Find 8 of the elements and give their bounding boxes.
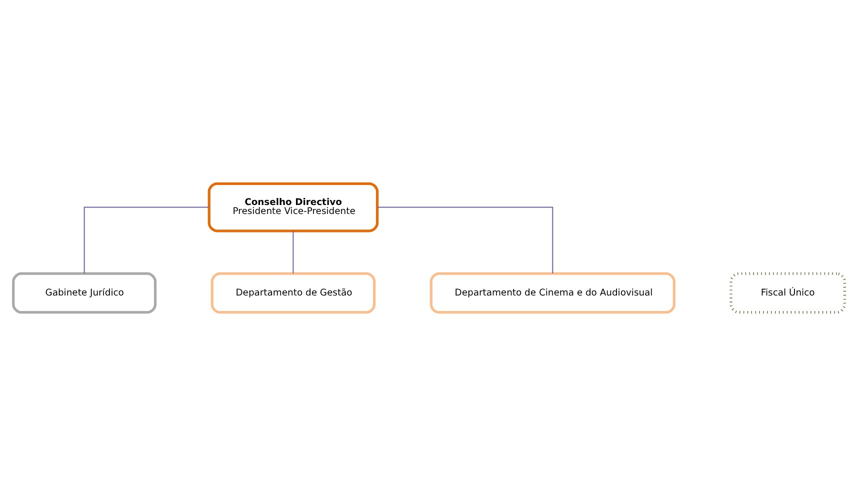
node-box: Fiscal Único — [730, 272, 846, 314]
connector — [292, 230, 294, 274]
connector — [376, 206, 554, 274]
node-box: Gabinete Jurídico — [12, 272, 157, 314]
node-box: Departamento de Cinema e do Audiovisual — [430, 272, 676, 314]
node-box: Conselho Directivo Presidente Vice-Presidente — [208, 182, 379, 232]
connector — [84, 206, 210, 274]
node-box: Departamento de Gestão — [210, 272, 376, 314]
